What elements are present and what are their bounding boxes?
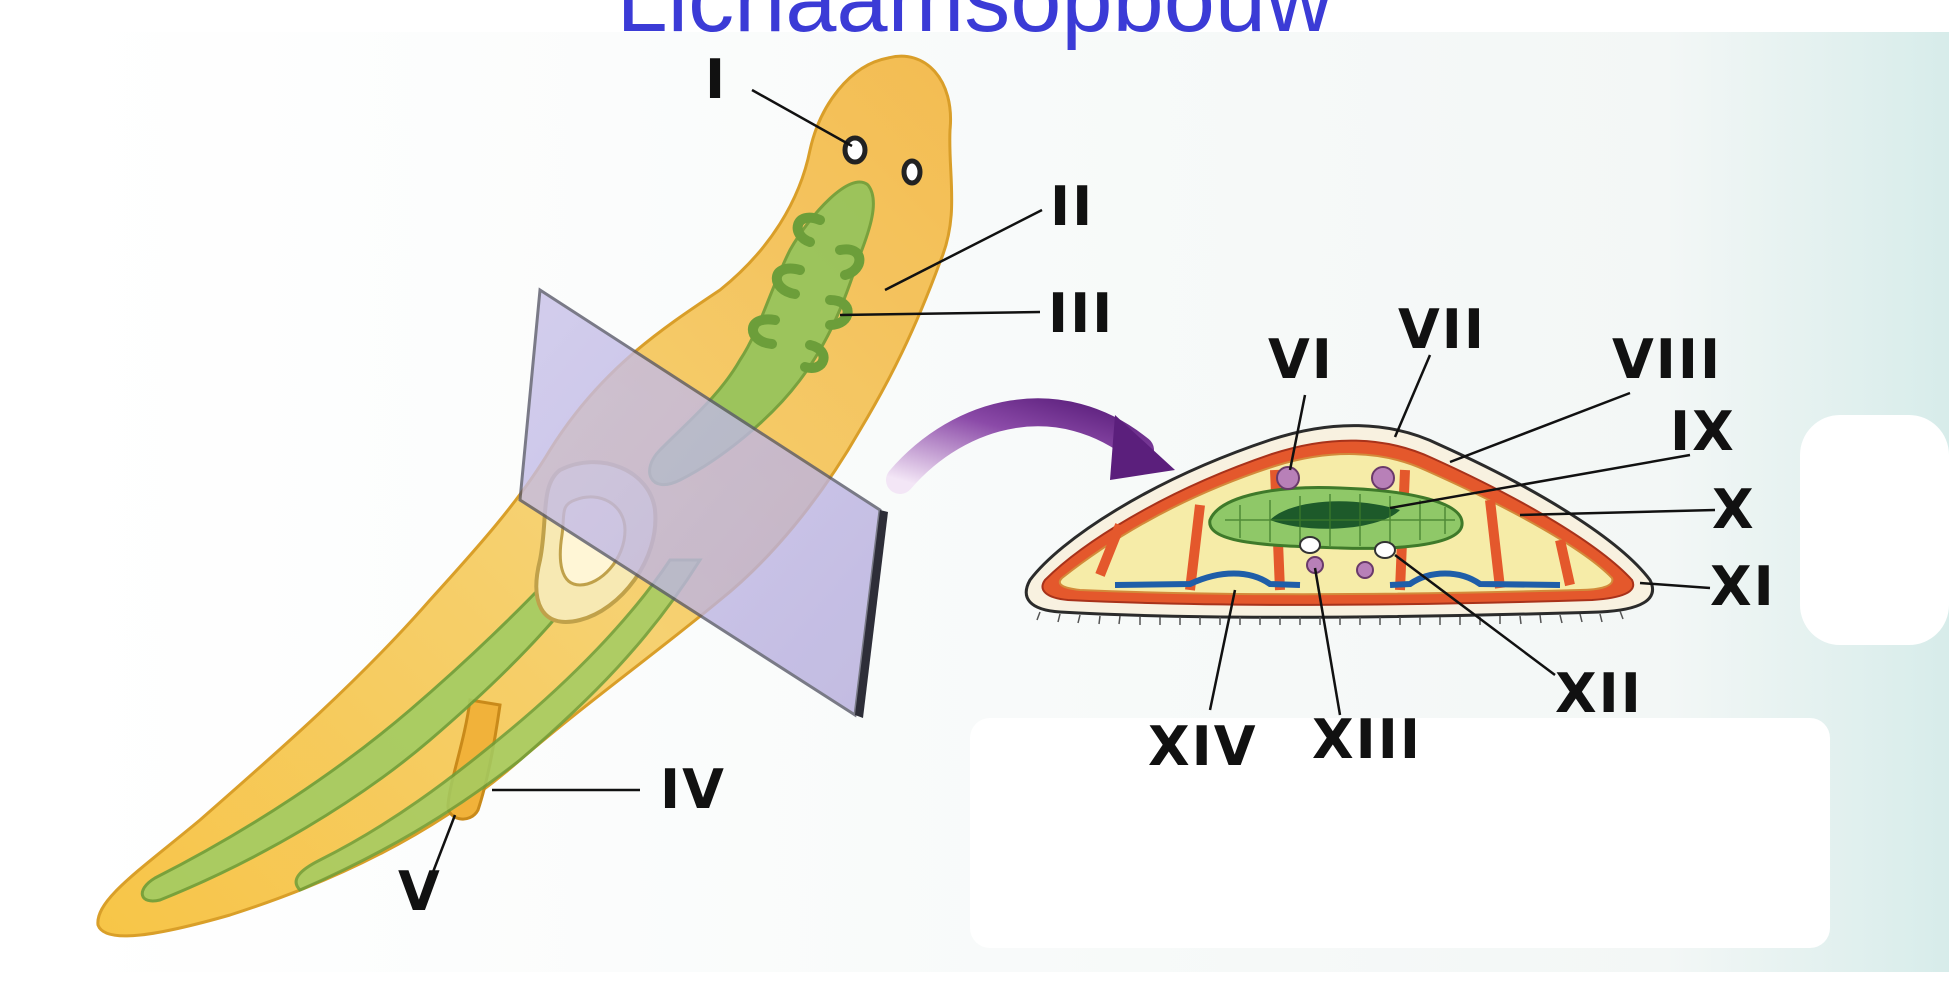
cs-nerve-left [1114, 570, 1301, 588]
leader-viii [1449, 391, 1631, 464]
label-v: V [398, 860, 442, 923]
label-i: I [705, 48, 727, 111]
leader-xiv [1208, 589, 1237, 711]
leader-xii [1394, 554, 1556, 676]
cs-granule-1 [1276, 466, 1300, 490]
plane-edge [855, 510, 888, 718]
label-ix: IX [1670, 400, 1736, 463]
leader-xi [1639, 581, 1711, 590]
white-mask-bottom [970, 718, 1830, 948]
leader-xiii [1313, 567, 1342, 716]
labels: I II III IV V VI VII VIII IX X XI XII XI… [398, 48, 1776, 923]
cs-gut-cells [1225, 494, 1455, 546]
label-xiii: XIII [1312, 708, 1422, 771]
label-x: X [1712, 478, 1756, 541]
page-title: Lichaamsopbouw [616, 0, 1333, 51]
cross-section [1024, 424, 1654, 625]
label-vii: VII [1398, 298, 1486, 361]
gut-lobes-upper [747, 212, 865, 373]
label-iii: III [1048, 282, 1114, 345]
label-iv: IV [660, 758, 726, 821]
cs-gut-lumen [1270, 501, 1400, 529]
cs-granule-2 [1371, 466, 1395, 490]
label-xii: XII [1555, 662, 1643, 725]
leader-vi [1288, 394, 1307, 471]
cs-vacuole-2 [1374, 541, 1396, 559]
gut-lower-2 [294, 558, 703, 892]
label-xi: XI [1710, 555, 1776, 618]
cs-cilia [1036, 610, 1624, 625]
label-ii: II [1050, 175, 1094, 238]
leader-vii [1393, 354, 1432, 438]
leader-lines [426, 88, 1716, 886]
cs-vacuole-1 [1299, 536, 1321, 554]
leader-ii [884, 208, 1043, 292]
leader-i [751, 88, 853, 148]
label-vi: VI [1268, 328, 1334, 391]
leader-ix [1389, 453, 1691, 510]
leader-v [426, 814, 457, 886]
eyespot-left [842, 135, 868, 165]
transition-arrow [886, 398, 1154, 494]
eyespot-right [901, 158, 923, 186]
leader-iii [839, 310, 1041, 317]
label-viii: VIII [1612, 328, 1722, 391]
arrow-head [1110, 415, 1175, 480]
leader-x [1519, 508, 1716, 517]
cs-granule-4 [1356, 561, 1374, 579]
label-xiv: XIV [1148, 715, 1258, 778]
section-plane [518, 287, 888, 718]
white-mask-right [1800, 415, 1949, 645]
cs-nerve-right [1389, 570, 1561, 588]
